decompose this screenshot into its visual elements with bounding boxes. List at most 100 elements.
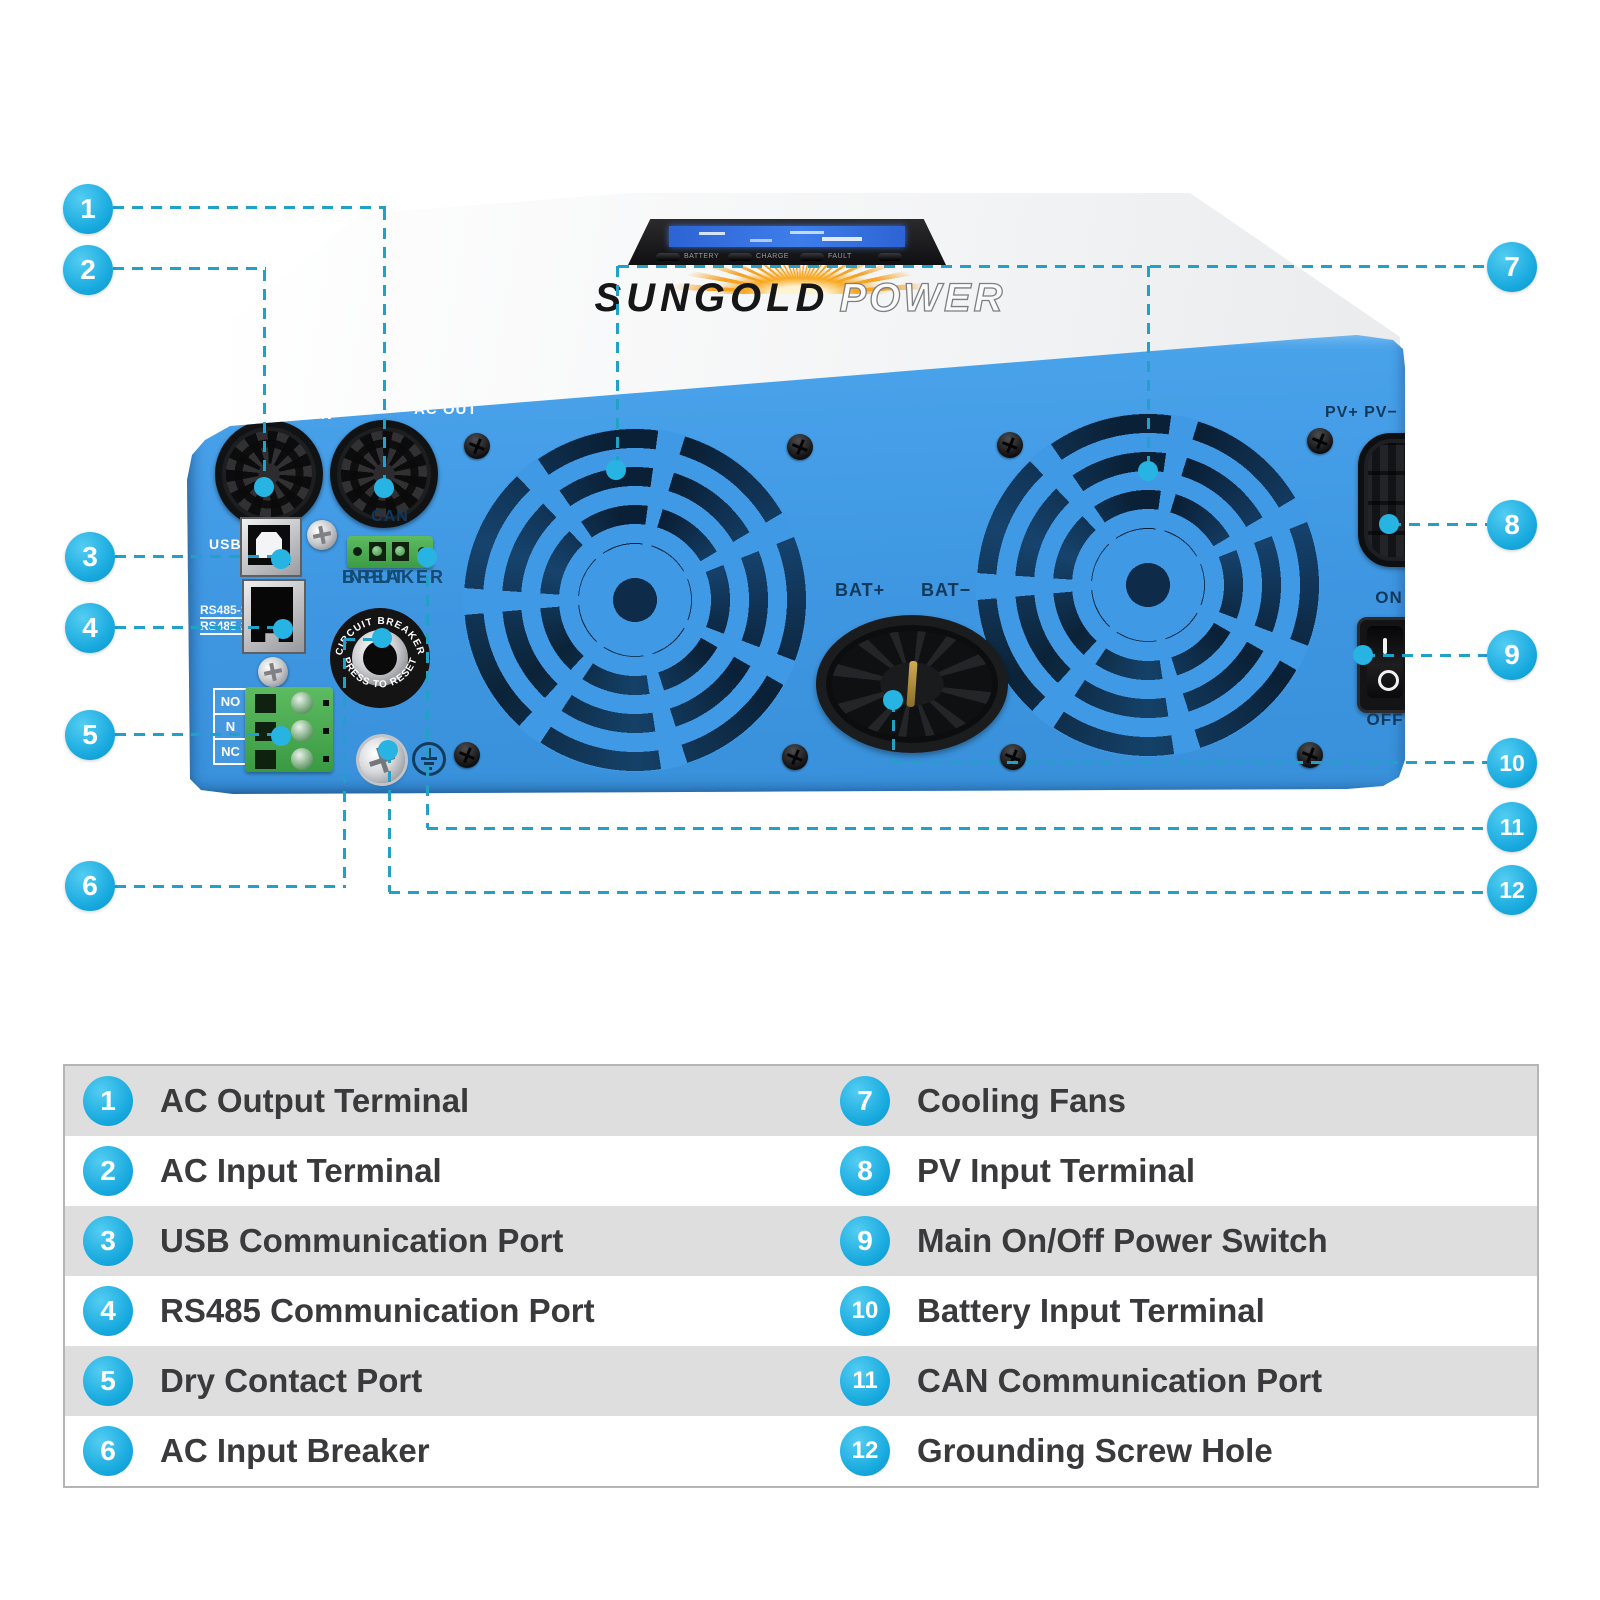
legend-cell: 12 Grounding Screw Hole [802,1416,1537,1486]
legend-num-8: 8 [840,1146,890,1196]
callout-6: 6 [65,861,115,911]
dry-contact-slot [255,722,276,741]
can-terminal-slot [369,542,386,561]
display-button [728,253,752,261]
dry-contact-label-no: NO [215,690,246,715]
legend-num-3: 3 [83,1216,133,1266]
legend-num-10: 10 [840,1286,890,1336]
panel-screw [778,740,812,774]
callout-2: 2 [63,245,113,295]
can-terminal-screw [372,546,382,556]
main-power-switch [1357,617,1405,713]
target-dot-4 [273,619,293,639]
callout-10: 10 [1487,738,1537,788]
usb-communication-port [240,517,302,577]
dry-contact-slot [255,750,276,769]
brand-logo-sungold: SUNGOLD [594,276,830,320]
dry-contact-label-nc: NC [221,744,240,759]
legend-label-3: USB Communication Port [160,1222,564,1259]
leader-line-9 [1364,654,1487,657]
pv-label: PV+ PV− [1325,404,1398,421]
target-dot-3 [271,549,291,569]
can-mount-hole [353,547,362,556]
lcd-display-panel: BATTERY CHARGE FAULT [628,219,946,265]
display-button-label: FAULT [828,253,852,260]
leader-line-2 [113,267,266,270]
bat-minus-label: BAT− [921,580,972,600]
leader-line-6 [344,638,380,641]
dry-contact-screw [291,692,313,714]
panel-screw [450,738,484,772]
leader-line-7 [618,265,1487,268]
legend-num-1: 1 [83,1076,133,1126]
legend-label-7: Cooling Fans [917,1082,1126,1119]
legend-cell: 9 Main On/Off Power Switch [802,1206,1537,1276]
target-dot-2 [254,477,274,497]
can-terminal-screw [395,546,405,556]
usb-label: USB [209,536,242,552]
dry-contact-dot [323,700,329,706]
legend-cell: 1 AC Output Terminal [65,1066,802,1136]
legend-label-9: Main On/Off Power Switch [917,1222,1328,1259]
leader-line-1 [383,209,386,486]
legend-cell: 10 Battery Input Terminal [802,1276,1537,1346]
panel-screw [1303,424,1337,458]
legend-cell: 8 PV Input Terminal [802,1136,1537,1206]
display-button [878,253,902,261]
target-dot-12 [378,740,398,760]
dry-contact-dot [323,728,329,734]
legend-cell: 3 USB Communication Port [65,1206,802,1276]
callout-8: 8 [1487,500,1537,550]
rs485-communication-port [242,579,306,654]
display-button-label: BATTERY [684,253,720,260]
display-button [800,253,824,261]
legend-label-4: RS485 Communication Port [160,1292,595,1329]
legend-num-12: 12 [840,1426,890,1476]
leader-line-11 [426,557,429,828]
legend-label-1: AC Output Terminal [160,1082,470,1119]
leader-line-11 [427,827,1487,830]
callout-3: 3 [65,532,115,582]
callout-5: 5 [65,710,115,760]
input-breaker-label-line1: INPUT [342,567,406,587]
callout-7: 7 [1487,242,1537,292]
battery-terminal-slot [906,660,918,708]
pv-input-terminal [1358,433,1405,567]
legend-num-4: 4 [83,1286,133,1336]
on-label: ON [1375,588,1403,607]
dry-contact-screw [291,720,313,742]
input-breaker-label-line2: BREAKER [342,567,446,587]
dry-contact-dot [323,756,329,762]
target-dot-5 [271,726,291,746]
legend-num-9: 9 [840,1216,890,1266]
cooling-fan-left [463,428,807,772]
leader-line-12 [389,891,1487,894]
panel-screw [255,654,291,690]
rocker-on-mark [1383,638,1387,654]
legend-num-5: 5 [83,1356,133,1406]
legend-label-12: Grounding Screw Hole [917,1432,1273,1469]
callout-9: 9 [1487,630,1537,680]
legend-label-10: Battery Input Terminal [917,1292,1265,1329]
display-button-label: CHARGE [756,253,789,260]
callout-4: 4 [65,603,115,653]
target-dot-9 [1353,645,1373,665]
legend-num-6: 6 [83,1426,133,1476]
leader-line-3 [115,555,278,558]
legend-label-2: AC Input Terminal [160,1152,442,1189]
target-dot-8 [1379,514,1399,534]
off-label: OFF [1366,710,1404,729]
leader-line-7 [1147,266,1150,469]
legend-label-8: PV Input Terminal [917,1152,1196,1189]
legend-label-11: CAN Communication Port [917,1362,1323,1399]
grounding-screw [353,731,411,789]
